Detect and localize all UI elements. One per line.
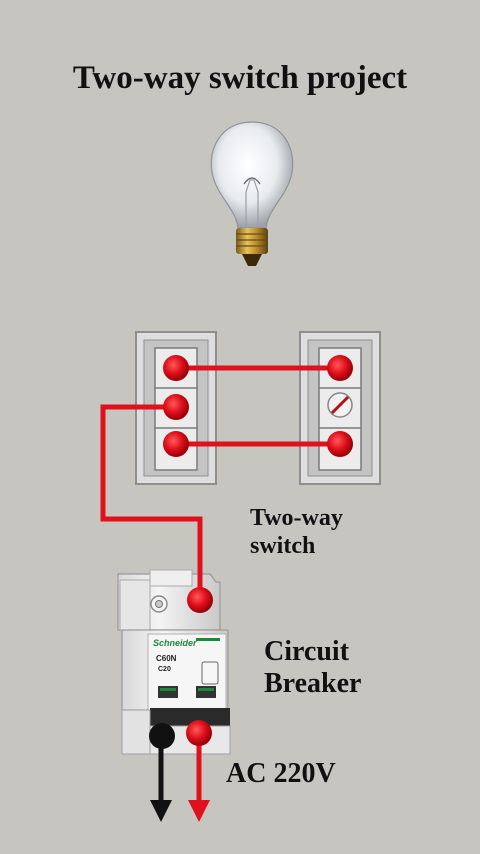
live-wire: [100, 365, 340, 812]
breaker-terminal-top: [187, 587, 213, 613]
terminal-left-common: [163, 394, 189, 420]
arrow-down-icon: [150, 800, 210, 822]
terminal-right-top: [327, 355, 353, 381]
screw-icon: [327, 392, 353, 418]
switch-label-line1: Two-way: [250, 505, 343, 531]
switch-label-line2: switch: [250, 532, 316, 559]
breaker-rating: C20: [158, 666, 171, 673]
switch-label: Two-way switch: [250, 505, 390, 560]
breaker-label-line1: Circuit: [264, 636, 350, 667]
breaker-label: Circuit Breaker: [264, 636, 424, 700]
light-bulb-icon: [210, 121, 294, 266]
page-title: Two-way switch project: [72, 60, 408, 96]
terminal-left-top: [163, 355, 189, 381]
supply-label: AC 220V: [226, 758, 336, 789]
breaker-model: C60N: [156, 654, 177, 663]
circuit-breaker-icon: Schneider C60N C20: [117, 569, 231, 755]
two-way-switch-right: [299, 331, 381, 485]
breaker-label-line2: Breaker: [264, 668, 362, 700]
terminal-right-bottom: [327, 431, 353, 457]
breaker-terminal-live: [186, 720, 212, 746]
breaker-terminal-neutral: [149, 723, 175, 749]
breaker-terminals: [149, 587, 213, 749]
terminal-left-bottom: [163, 431, 189, 457]
switch-terminals: [163, 355, 353, 457]
breaker-brand: Schneider: [153, 638, 197, 648]
